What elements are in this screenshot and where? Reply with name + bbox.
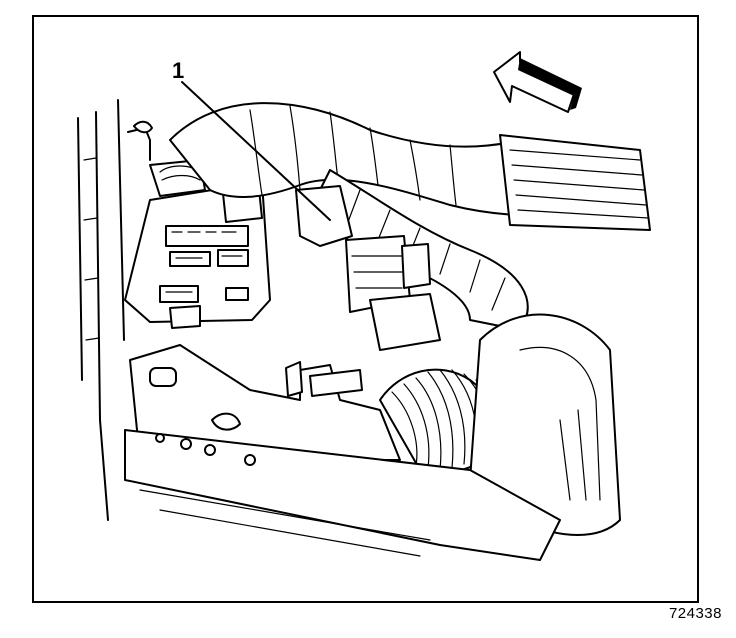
front-direction-arrow-icon bbox=[493, 51, 582, 113]
fuse-block bbox=[124, 159, 271, 329]
mounting-bracket bbox=[124, 344, 561, 561]
callout-label-1: 1 bbox=[172, 58, 185, 83]
ground-terminal bbox=[133, 120, 153, 134]
figure-number: 724338 bbox=[668, 605, 722, 622]
wiring-harness-connector bbox=[295, 185, 441, 351]
left-pillar bbox=[77, 99, 125, 521]
callout-leader-line bbox=[181, 81, 331, 221]
